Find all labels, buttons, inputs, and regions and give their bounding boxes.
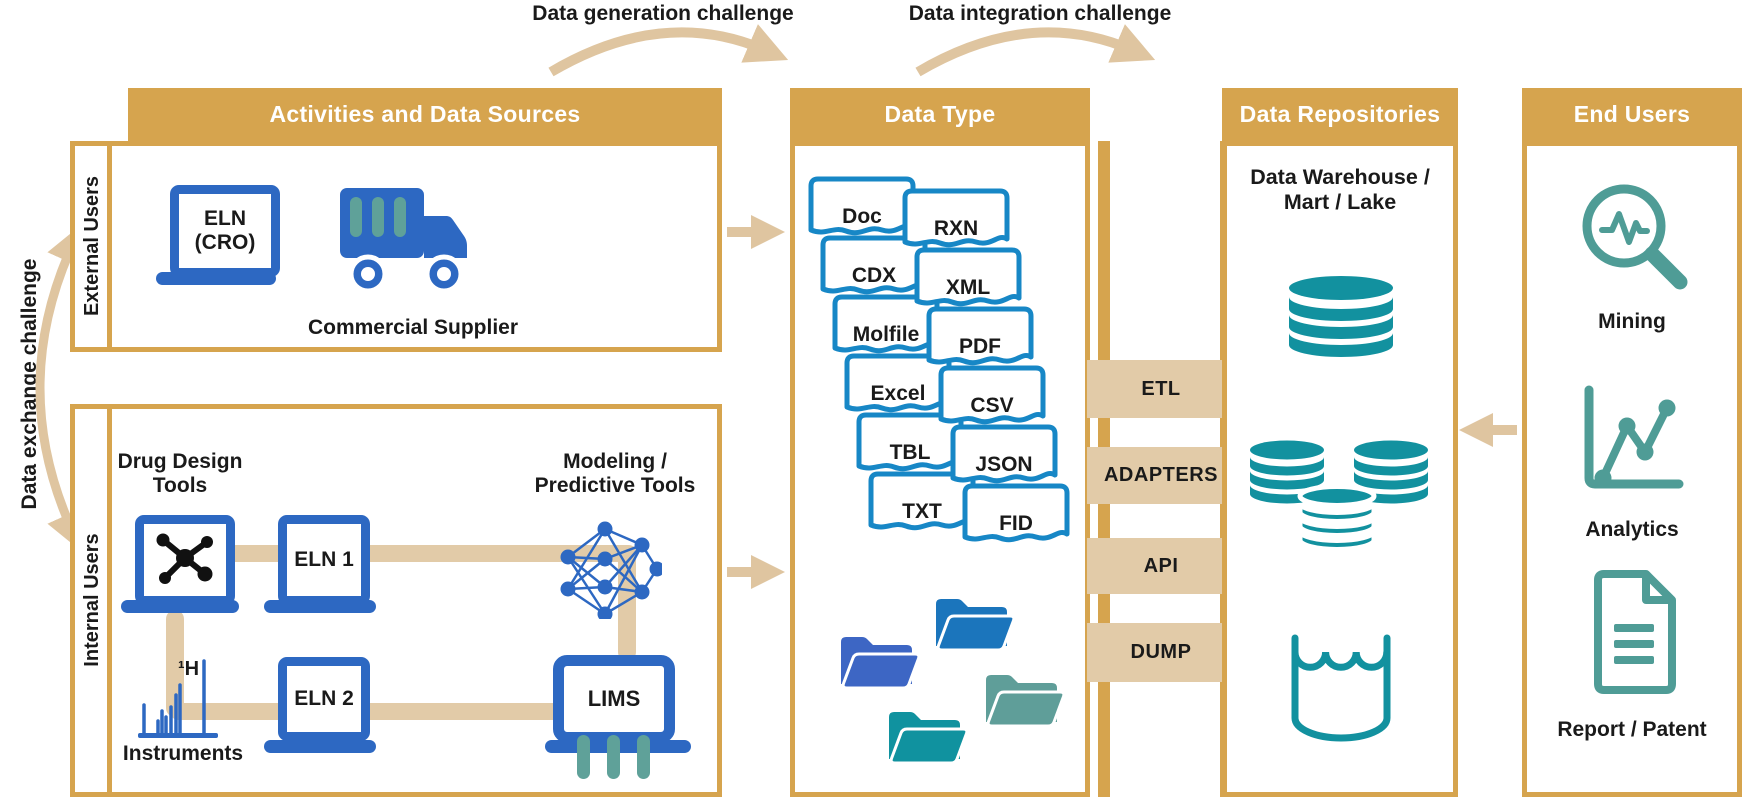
nmr-1h-label: ¹H bbox=[178, 658, 200, 680]
database-cluster-icon bbox=[1250, 440, 1428, 552]
data-generation-arrow-icon bbox=[548, 24, 789, 77]
folder-icon bbox=[889, 712, 969, 765]
supplier-truck-icon bbox=[340, 188, 467, 294]
file-card: Excel bbox=[842, 352, 954, 430]
file-card-label: CSV bbox=[970, 394, 1014, 417]
warehouse-line2: Mart / Lake bbox=[1283, 190, 1397, 214]
folder-icon bbox=[936, 599, 1016, 652]
file-card-label: JSON bbox=[975, 453, 1033, 476]
file-card: FID bbox=[960, 482, 1072, 560]
folder-icon bbox=[986, 675, 1066, 728]
eln1-laptop-base bbox=[264, 600, 376, 613]
molecule-icon bbox=[156, 533, 213, 584]
file-card: JSON bbox=[948, 423, 1060, 501]
file-card: RXN bbox=[900, 187, 1012, 265]
mining-label: Mining bbox=[1598, 310, 1666, 333]
data-generation-label: Data generation challenge bbox=[532, 2, 794, 25]
file-card: XML bbox=[912, 246, 1024, 324]
pipe-modeling-lims bbox=[618, 549, 636, 661]
lims-label: LIMS bbox=[587, 686, 641, 711]
file-card: CSV bbox=[936, 364, 1048, 442]
supplier-label: Commercial Supplier bbox=[307, 316, 519, 339]
modeling-label: Modeling / Predictive Tools bbox=[510, 450, 720, 498]
eln-cro-laptop-base bbox=[156, 272, 276, 285]
file-card: CDX bbox=[818, 234, 930, 312]
file-card-label: PDF bbox=[959, 335, 1001, 358]
pipe-eln2-lims bbox=[170, 703, 570, 720]
data-integration-arrow-icon bbox=[915, 24, 1156, 77]
file-card-label: Doc bbox=[842, 205, 882, 228]
warehouse-label: Data Warehouse / Mart / Lake bbox=[1227, 165, 1453, 215]
internal-users-divider bbox=[107, 404, 112, 797]
adapters-label: ADAPTERS bbox=[1103, 464, 1218, 486]
lims-machine: LIMS bbox=[553, 655, 675, 743]
drug-design-line2: Tools bbox=[152, 474, 208, 497]
adapters-box: ADAPTERS bbox=[1087, 447, 1235, 504]
eln-cro-line2: (CRO) bbox=[194, 231, 256, 254]
file-card: Doc bbox=[806, 175, 918, 253]
file-card-label: CDX bbox=[851, 264, 897, 287]
drug-design-label: Drug Design Tools bbox=[95, 450, 265, 498]
file-card: Molfile bbox=[830, 293, 942, 371]
database-icon bbox=[1289, 276, 1393, 357]
modeling-line1: Modeling / bbox=[563, 450, 667, 473]
neural-network-icon bbox=[560, 521, 662, 619]
lims-prong-icon bbox=[637, 735, 650, 779]
dump-label: DUMP bbox=[1130, 641, 1192, 663]
data-integration-label: Data integration challenge bbox=[908, 2, 1172, 25]
instruments-label: Instruments bbox=[122, 742, 244, 765]
external-users-label: External Users bbox=[80, 175, 103, 317]
file-card-label: TXT bbox=[902, 500, 942, 523]
file-card: TBL bbox=[854, 411, 966, 489]
file-card: PDF bbox=[924, 305, 1036, 383]
drug-design-laptop bbox=[135, 515, 235, 605]
folder-icon bbox=[841, 637, 921, 690]
endusers-to-repositories-arrow-icon bbox=[1459, 413, 1517, 447]
data-lake-icon bbox=[1291, 634, 1391, 742]
report-document-icon bbox=[1594, 570, 1676, 694]
nmr-spectrum-icon bbox=[138, 659, 218, 738]
external-users-divider bbox=[107, 141, 112, 352]
modeling-line2: Predictive Tools bbox=[534, 474, 696, 497]
file-card-label: XML bbox=[945, 276, 991, 299]
internal-users-label: Internal Users bbox=[80, 533, 103, 667]
report-patent-label: Report / Patent bbox=[1557, 718, 1707, 741]
data-type-header: Data Type bbox=[790, 88, 1090, 141]
file-card-label: TBL bbox=[889, 441, 931, 464]
file-card-label: Excel bbox=[870, 382, 926, 405]
eln2-laptop-base bbox=[264, 740, 376, 753]
eln-cro-laptop: ELN (CRO) bbox=[170, 185, 280, 277]
api-box: API bbox=[1087, 538, 1235, 594]
file-card-label: Molfile bbox=[852, 323, 920, 346]
file-card-label: RXN bbox=[933, 217, 979, 240]
file-card-label: FID bbox=[999, 512, 1033, 535]
data-repositories-header: Data Repositories bbox=[1222, 88, 1458, 141]
dump-box: DUMP bbox=[1087, 623, 1235, 682]
drug-design-laptop-base bbox=[121, 600, 239, 613]
api-label: API bbox=[1143, 554, 1179, 577]
etl-label: ETL bbox=[1141, 377, 1181, 400]
file-card: TXT bbox=[866, 470, 978, 548]
etl-box: ETL bbox=[1087, 360, 1235, 418]
warehouse-line1: Data Warehouse / bbox=[1250, 165, 1430, 189]
lims-prong-icon bbox=[607, 735, 620, 779]
analytics-label: Analytics bbox=[1585, 518, 1679, 541]
end-users-header: End Users bbox=[1522, 88, 1742, 141]
eln2-label: ELN 2 bbox=[294, 686, 354, 710]
activities-header: Activities and Data Sources bbox=[128, 88, 722, 141]
end-users-box bbox=[1522, 141, 1742, 797]
eln1-laptop: ELN 1 bbox=[278, 515, 370, 605]
data-exchange-arrow-icon bbox=[35, 224, 84, 552]
eln1-label: ELN 1 bbox=[294, 547, 354, 571]
drug-design-line1: Drug Design bbox=[117, 450, 243, 473]
internal-to-datatype-arrow-icon bbox=[727, 555, 785, 589]
lims-prong-icon bbox=[577, 735, 590, 779]
external-to-datatype-arrow-icon bbox=[727, 215, 785, 249]
mining-magnifier-icon bbox=[1582, 184, 1688, 290]
eln-cro-line1: ELN bbox=[204, 206, 246, 230]
eln2-laptop: ELN 2 bbox=[278, 657, 370, 741]
analytics-chart-icon bbox=[1584, 385, 1684, 489]
